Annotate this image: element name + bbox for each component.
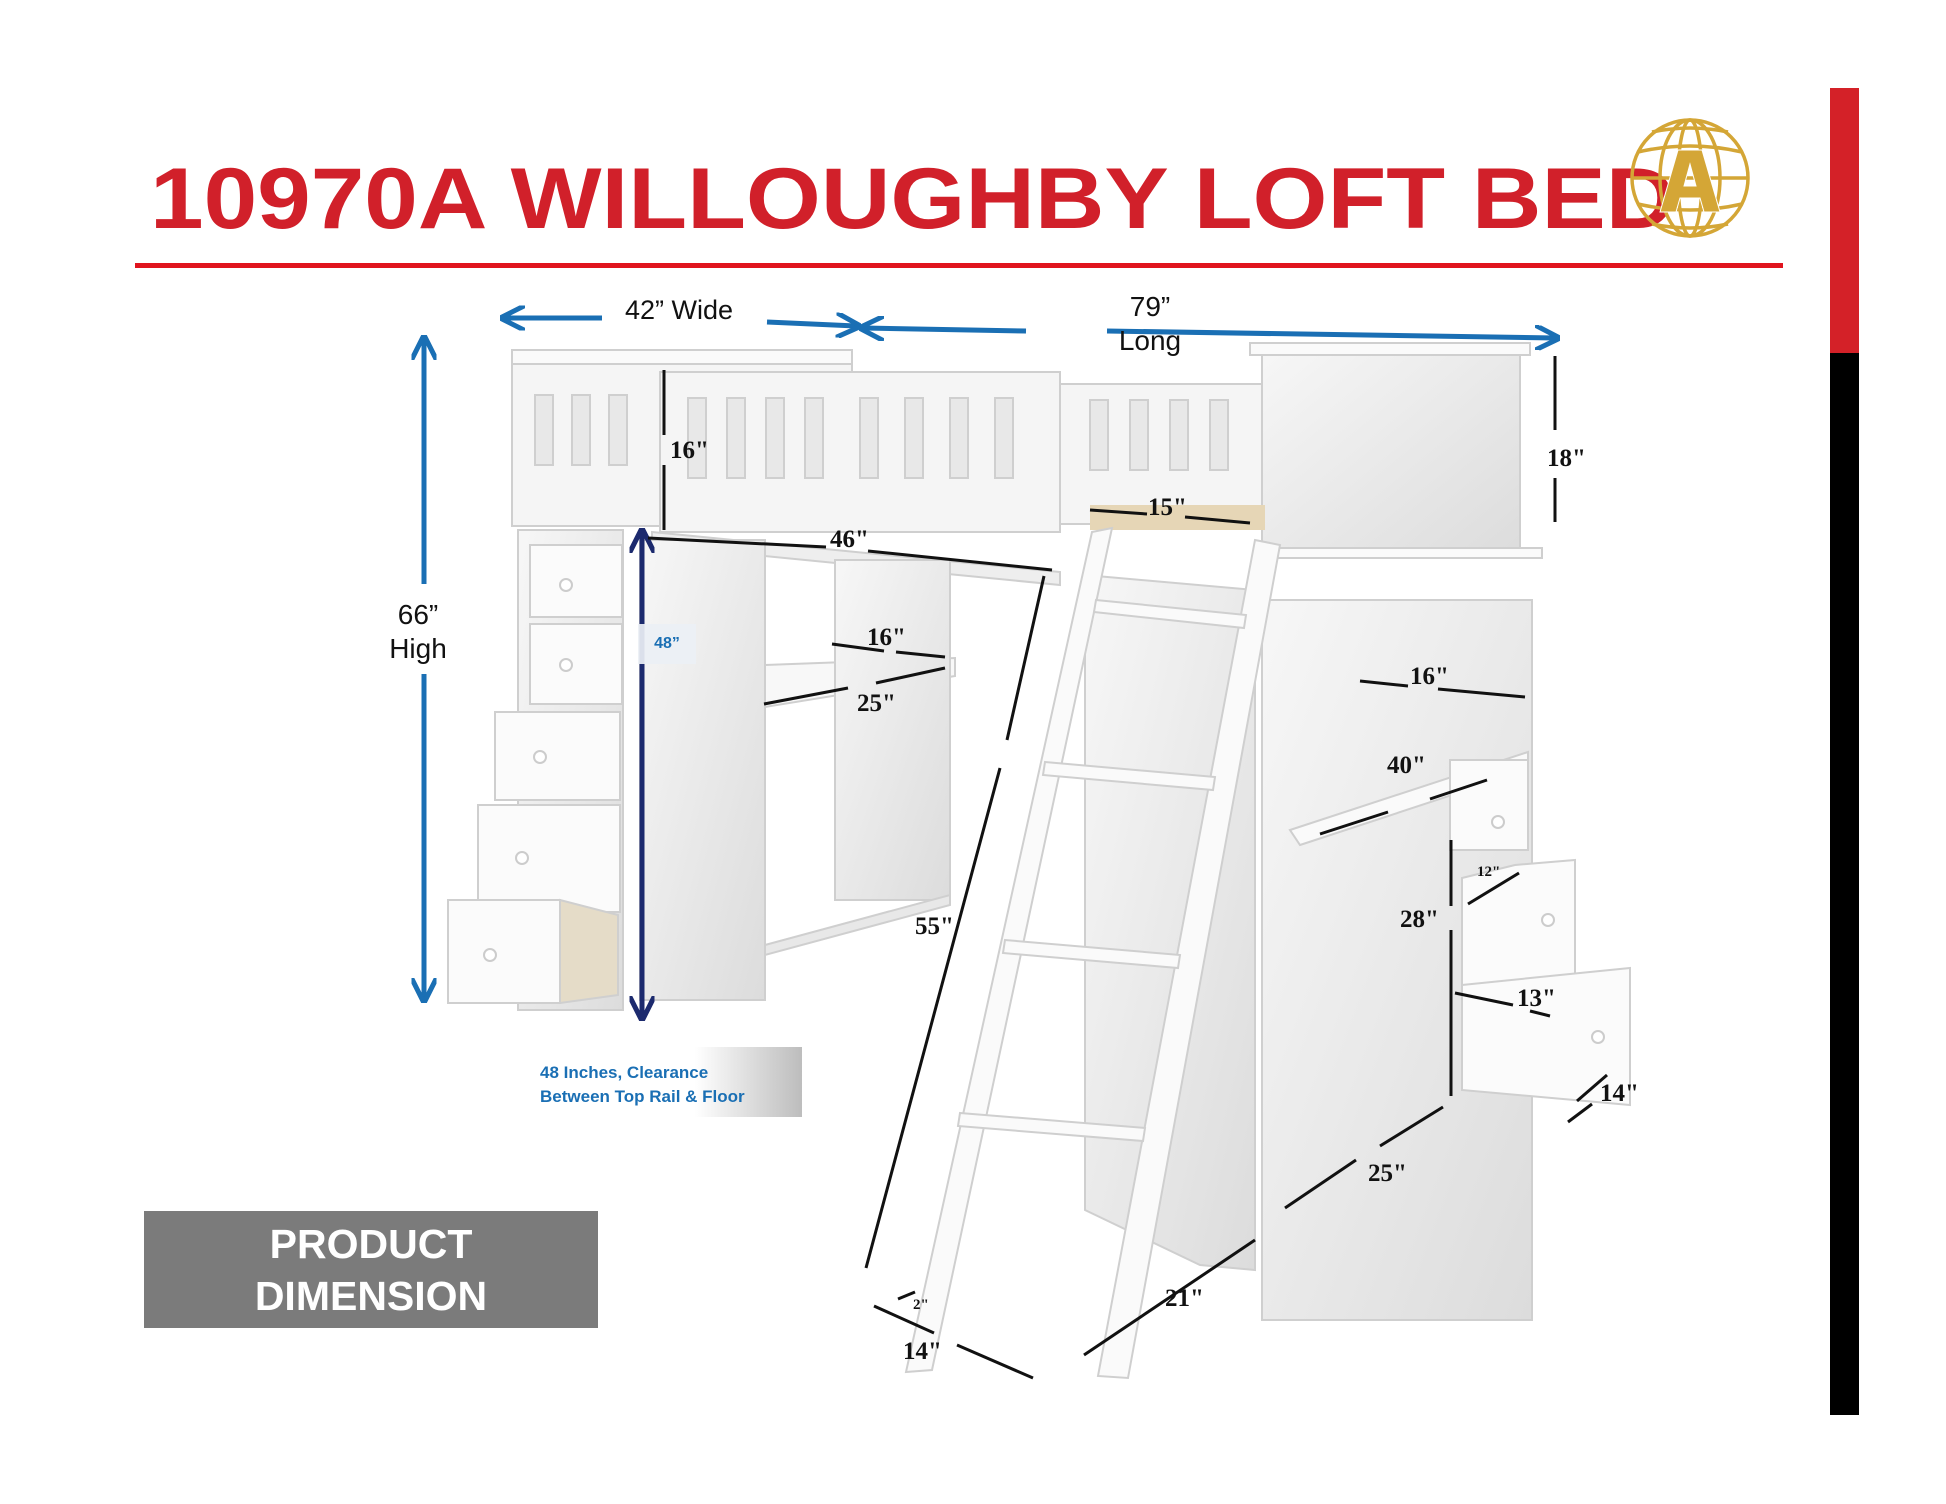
width-unit-label: Wide (671, 295, 734, 325)
clearance-note-line1: 48 Inches, Clearance (540, 1063, 709, 1082)
height-value: 66” (397, 599, 439, 630)
dim-drawer-front-width: 14" (1600, 1080, 1639, 1107)
dim-ladder-rail-thickness: 2" (913, 1297, 929, 1313)
product-dimension-badge: PRODUCT DIMENSION (144, 1211, 598, 1328)
width-label: 42” Wide (625, 295, 733, 326)
dim-left-desk-depth: 16" (867, 624, 906, 651)
height-unit-label: High (389, 633, 447, 664)
dim-right-desk-width: 40" (1387, 752, 1426, 779)
dim-guardrail-height: 16" (670, 437, 709, 464)
title-underline (135, 263, 1783, 268)
side-bar-black (1830, 353, 1859, 1415)
ladder (904, 526, 1282, 1380)
dim-ladder-length: 55" (915, 913, 954, 940)
dim-ladder-top-width: 15" (1148, 494, 1187, 521)
side-bar-red (1830, 88, 1859, 353)
dim-right-desk-depth: 16" (1410, 663, 1449, 690)
clearance-note: 48 Inches, Clearance Between Top Rail & … (534, 1047, 802, 1117)
bed-frame (447, 342, 1631, 1321)
clearance-note-line2: Between Top Rail & Floor (540, 1087, 745, 1106)
length-value: 79” (1129, 291, 1171, 322)
badge-line1: PRODUCT (269, 1220, 473, 1267)
height-label: 66” High (368, 598, 468, 666)
dim-ladder-base-depth: 21" (1165, 1285, 1204, 1312)
dim-bed-rail-length: 46" (830, 526, 869, 553)
dim-left-desk-width: 25" (857, 690, 896, 717)
globe-a-logo-icon (1630, 118, 1750, 238)
page-title: 10970A WILLOUGHBY LOFT BED (150, 151, 1676, 247)
dim-base-depth: 25" (1368, 1160, 1407, 1187)
clearance-callout: 48” (638, 624, 696, 664)
dim-drawer-bottom-depth: 13" (1517, 985, 1556, 1012)
length-unit-label: Long (1118, 325, 1182, 356)
badge-line2: DIMENSION (254, 1272, 488, 1319)
dim-right-desk-height: 28" (1400, 906, 1439, 933)
dim-headboard-height: 18" (1547, 445, 1586, 472)
dim-ladder-width: 14" (903, 1338, 942, 1365)
length-label: 79” Long (1108, 290, 1192, 358)
dim-drawer-top-depth: 12" (1477, 864, 1501, 880)
width-value: 42” (625, 295, 665, 325)
